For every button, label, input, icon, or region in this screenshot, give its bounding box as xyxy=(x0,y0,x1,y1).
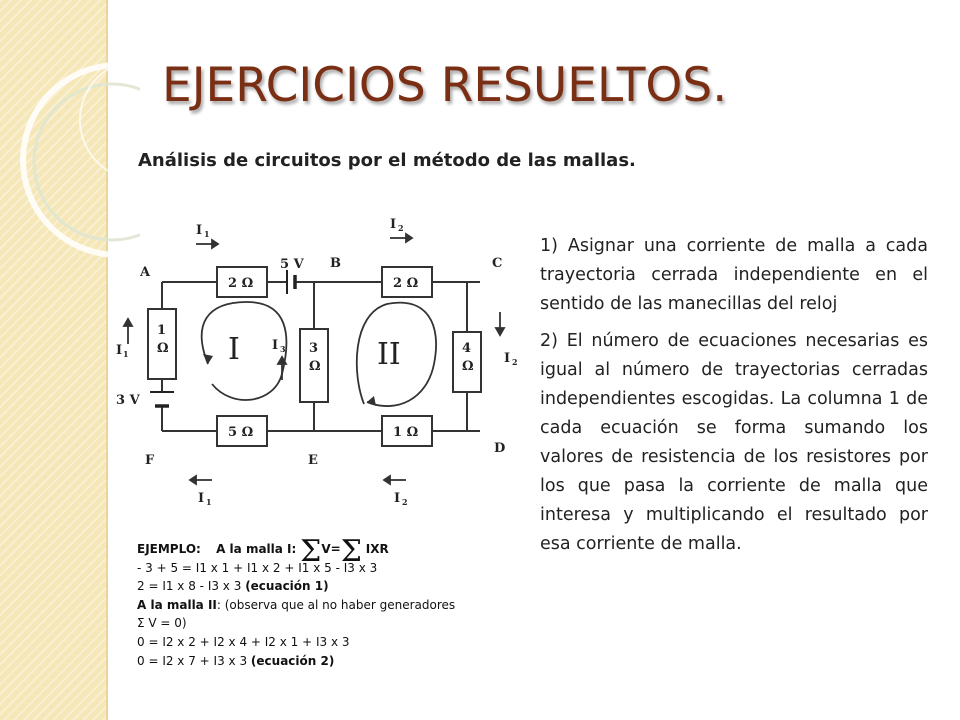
equation-1-text: 2 = I1 x 8 - I3 x 3 xyxy=(137,579,242,594)
page-title: EJERCICIOS RESUELTOS. xyxy=(162,58,728,113)
arrow-i2-top xyxy=(405,232,414,244)
mesh-loop-2 xyxy=(355,301,437,407)
mesh-2-note-cont: Σ V = 0) xyxy=(137,616,187,631)
resistor-left xyxy=(147,308,177,380)
worked-example: EJEMPLO: A la malla I: ΣV=Σ IXR - 3 + 5 … xyxy=(137,537,497,671)
sigma-symbol: Σ xyxy=(300,534,322,569)
label-r-middle-value: 3 xyxy=(309,341,318,356)
sigma-symbol: Σ xyxy=(340,534,362,569)
page-subtitle: Análisis de circuitos por el método de l… xyxy=(138,150,636,171)
label-i2-bottom: I xyxy=(394,491,400,506)
resistor-right xyxy=(452,331,482,393)
mesh-loop-1 xyxy=(200,301,288,401)
label-i2-top-sub: 2 xyxy=(398,223,404,233)
arrow-i2-bottom xyxy=(382,474,391,486)
mesh-label-2: II xyxy=(377,337,401,372)
label-i1-left-sub: 1 xyxy=(123,349,129,359)
equation-2-tag: (ecuación 2) xyxy=(250,653,335,668)
decorative-circles xyxy=(20,59,140,258)
label-r-right-unit: Ω xyxy=(462,359,474,374)
arrow-i1-left xyxy=(122,317,134,327)
mesh-2-label: A la malla II xyxy=(137,597,217,612)
example-formula-end: IXR xyxy=(365,542,389,556)
label-i1-bottom-sub: 1 xyxy=(206,497,212,507)
step-1: 1) Asignar una corriente de malla a cada… xyxy=(540,236,928,314)
label-r-bottom-right: 1 Ω xyxy=(393,425,418,440)
equation-2-text: 0 = I2 x 7 + I3 x 3 xyxy=(137,653,248,668)
arrow-i3 xyxy=(276,355,288,365)
label-r-top-left: 2 Ω xyxy=(228,276,253,291)
mesh-2-heading: A la malla II: (observa que al no haber … xyxy=(137,596,497,615)
resistor-middle xyxy=(299,328,329,403)
arrow-i1-top xyxy=(211,238,220,250)
example-formula-mid: V= xyxy=(321,542,341,556)
resistor-top-right xyxy=(381,266,433,298)
label-3v: 3 V xyxy=(116,393,141,408)
battery-5v xyxy=(286,270,297,294)
label-i2-right: I xyxy=(504,351,510,366)
node-d: D xyxy=(494,441,505,456)
step-2: 2) El número de ecuaciones necesarias es… xyxy=(540,331,928,554)
equation-1: 2 = I1 x 8 - I3 x 3 (ecuación 1) xyxy=(137,577,497,596)
label-r-bottom-left: 5 Ω xyxy=(228,425,253,440)
equation-2: 0 = I2 x 7 + I3 x 3 (ecuación 2) xyxy=(137,652,497,671)
mesh-2-note: : (observa que al no haber generadores xyxy=(216,597,456,612)
mesh-2-arrowhead xyxy=(367,396,376,406)
decorative-sidebar xyxy=(0,0,108,720)
resistor-bottom-right xyxy=(381,415,433,447)
label-i3-sub: 3 xyxy=(280,344,286,354)
label-i1-left: I xyxy=(116,343,122,358)
label-i2-top: I xyxy=(390,217,396,232)
mesh-label-1: I xyxy=(228,332,240,367)
label-i1-top-sub: 1 xyxy=(204,229,210,239)
circuit-diagram: A B C D E F 2 Ω 2 Ω 5 Ω 1 Ω 1 Ω 3 Ω 4 Ω … xyxy=(116,217,518,507)
arrow-i2-right xyxy=(494,327,506,337)
example-mesh1-prefix: A la malla I: xyxy=(216,542,297,556)
battery-3v xyxy=(150,391,174,408)
label-i2-right-sub: 2 xyxy=(512,357,518,367)
label-i2-bottom-sub: 2 xyxy=(402,497,408,507)
equation-1-expansion: - 3 + 5 = I1 x 1 + I1 x 2 + I1 x 5 - I3 … xyxy=(137,560,378,575)
node-b: B xyxy=(330,256,341,271)
label-r-left-value: 1 xyxy=(157,323,166,338)
mesh-1-arrowhead xyxy=(203,354,213,364)
label-i1-top: I xyxy=(196,223,202,238)
equation-2-expansion: 0 = I2 x 2 + I2 x 4 + I2 x 1 + I3 x 3 xyxy=(137,634,350,649)
equation-1-tag: (ecuación 1) xyxy=(245,579,329,594)
label-r-top-right: 2 Ω xyxy=(393,276,418,291)
node-e: E xyxy=(308,453,318,468)
label-i1-bottom: I xyxy=(198,491,204,506)
resistor-bottom-left xyxy=(216,415,268,447)
node-f: F xyxy=(145,453,155,468)
example-label: EJEMPLO: xyxy=(137,542,201,556)
arrow-i1-bottom xyxy=(188,474,197,486)
label-r-right-value: 4 xyxy=(462,341,471,356)
node-c: C xyxy=(492,256,502,271)
label-i3: I xyxy=(272,338,278,353)
example-header: EJEMPLO: A la malla I: ΣV=Σ IXR xyxy=(137,537,497,567)
label-5v: 5 V xyxy=(280,257,305,272)
node-a: A xyxy=(139,265,151,280)
method-steps: 1) Asignar una corriente de malla a cada… xyxy=(540,232,928,567)
resistor-top-left xyxy=(216,266,268,298)
label-r-middle-unit: Ω xyxy=(309,359,321,374)
label-r-left-unit: Ω xyxy=(157,341,169,356)
